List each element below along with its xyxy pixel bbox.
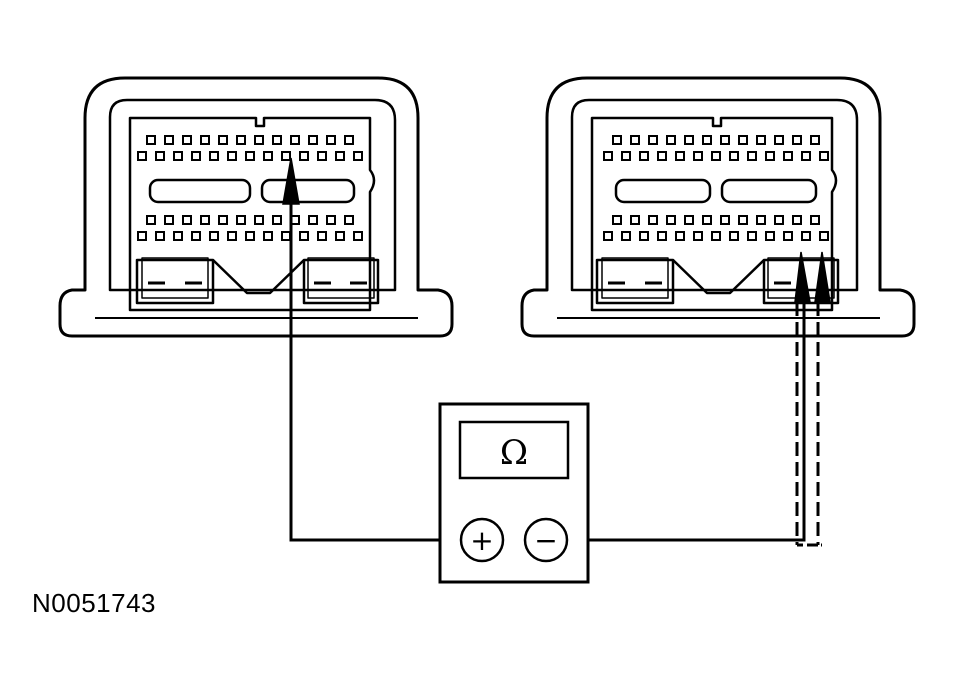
left-connector [58, 76, 454, 338]
negative-test-lead [570, 300, 806, 542]
negative-probe-tip-a [794, 251, 811, 303]
figure-id-label: N0051743 [32, 588, 156, 618]
ohm-symbol: Ω [500, 433, 528, 473]
positive-terminal [459, 517, 505, 563]
negative-terminal [523, 517, 569, 563]
positive-terminal-label: + [470, 524, 493, 557]
negative-probe-tip-b [814, 251, 831, 303]
left-connector-pins-lower [137, 215, 363, 241]
positive-test-lead [289, 200, 462, 542]
right-connector-pins-upper [603, 135, 829, 161]
left-connector-pins-upper [137, 135, 363, 161]
right-connector-pins-lower [603, 215, 829, 241]
positive-probe-tip [282, 157, 300, 205]
meter-display [458, 420, 570, 480]
multimeter: Ω + − [438, 402, 590, 584]
negative-terminal-label: − [534, 524, 557, 557]
right-connector [520, 76, 916, 338]
